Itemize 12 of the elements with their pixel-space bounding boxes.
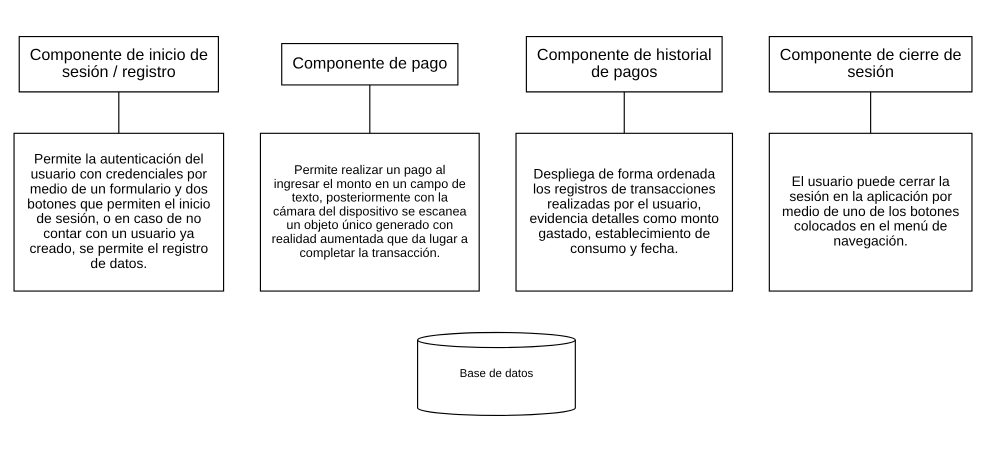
node-box: Permite la autenticación del usuario con credenciales por medio de un formulario y dos botones que permiten el inicio de sesión, o en caso de no contar con un usuario ya creado, se permite el registro de datos. bbox=[12, 132, 224, 292]
connector bbox=[368, 85, 370, 134]
node-box: Componente de cierre de sesión bbox=[768, 36, 972, 92]
node-box: Componente de historial de pagos bbox=[525, 36, 722, 92]
connector bbox=[623, 92, 624, 134]
node-box: Permite realizar un pago al ingresar el monto en un campo de texto, posteriormente con la cámara del dispositivo se escanea un objeto único generado con realidad aumentada que da lugar a completar la transacción. bbox=[259, 132, 480, 292]
connector bbox=[870, 92, 871, 134]
node-box: El usuario puede cerrar la sesión en la aplicación por medio de uno de los botones colocados en el menú de navegación. bbox=[768, 132, 972, 292]
node-box: Componente de inicio de sesión / registro bbox=[18, 36, 218, 92]
node-box: Componente de pago bbox=[280, 42, 458, 86]
connector bbox=[118, 92, 119, 134]
node-box: Despliega de forma ordenada los registros de transacciones realizadas por el usuario, evidencia detalles como monto gastado, establecimiento de consumo y fecha. bbox=[514, 132, 733, 292]
